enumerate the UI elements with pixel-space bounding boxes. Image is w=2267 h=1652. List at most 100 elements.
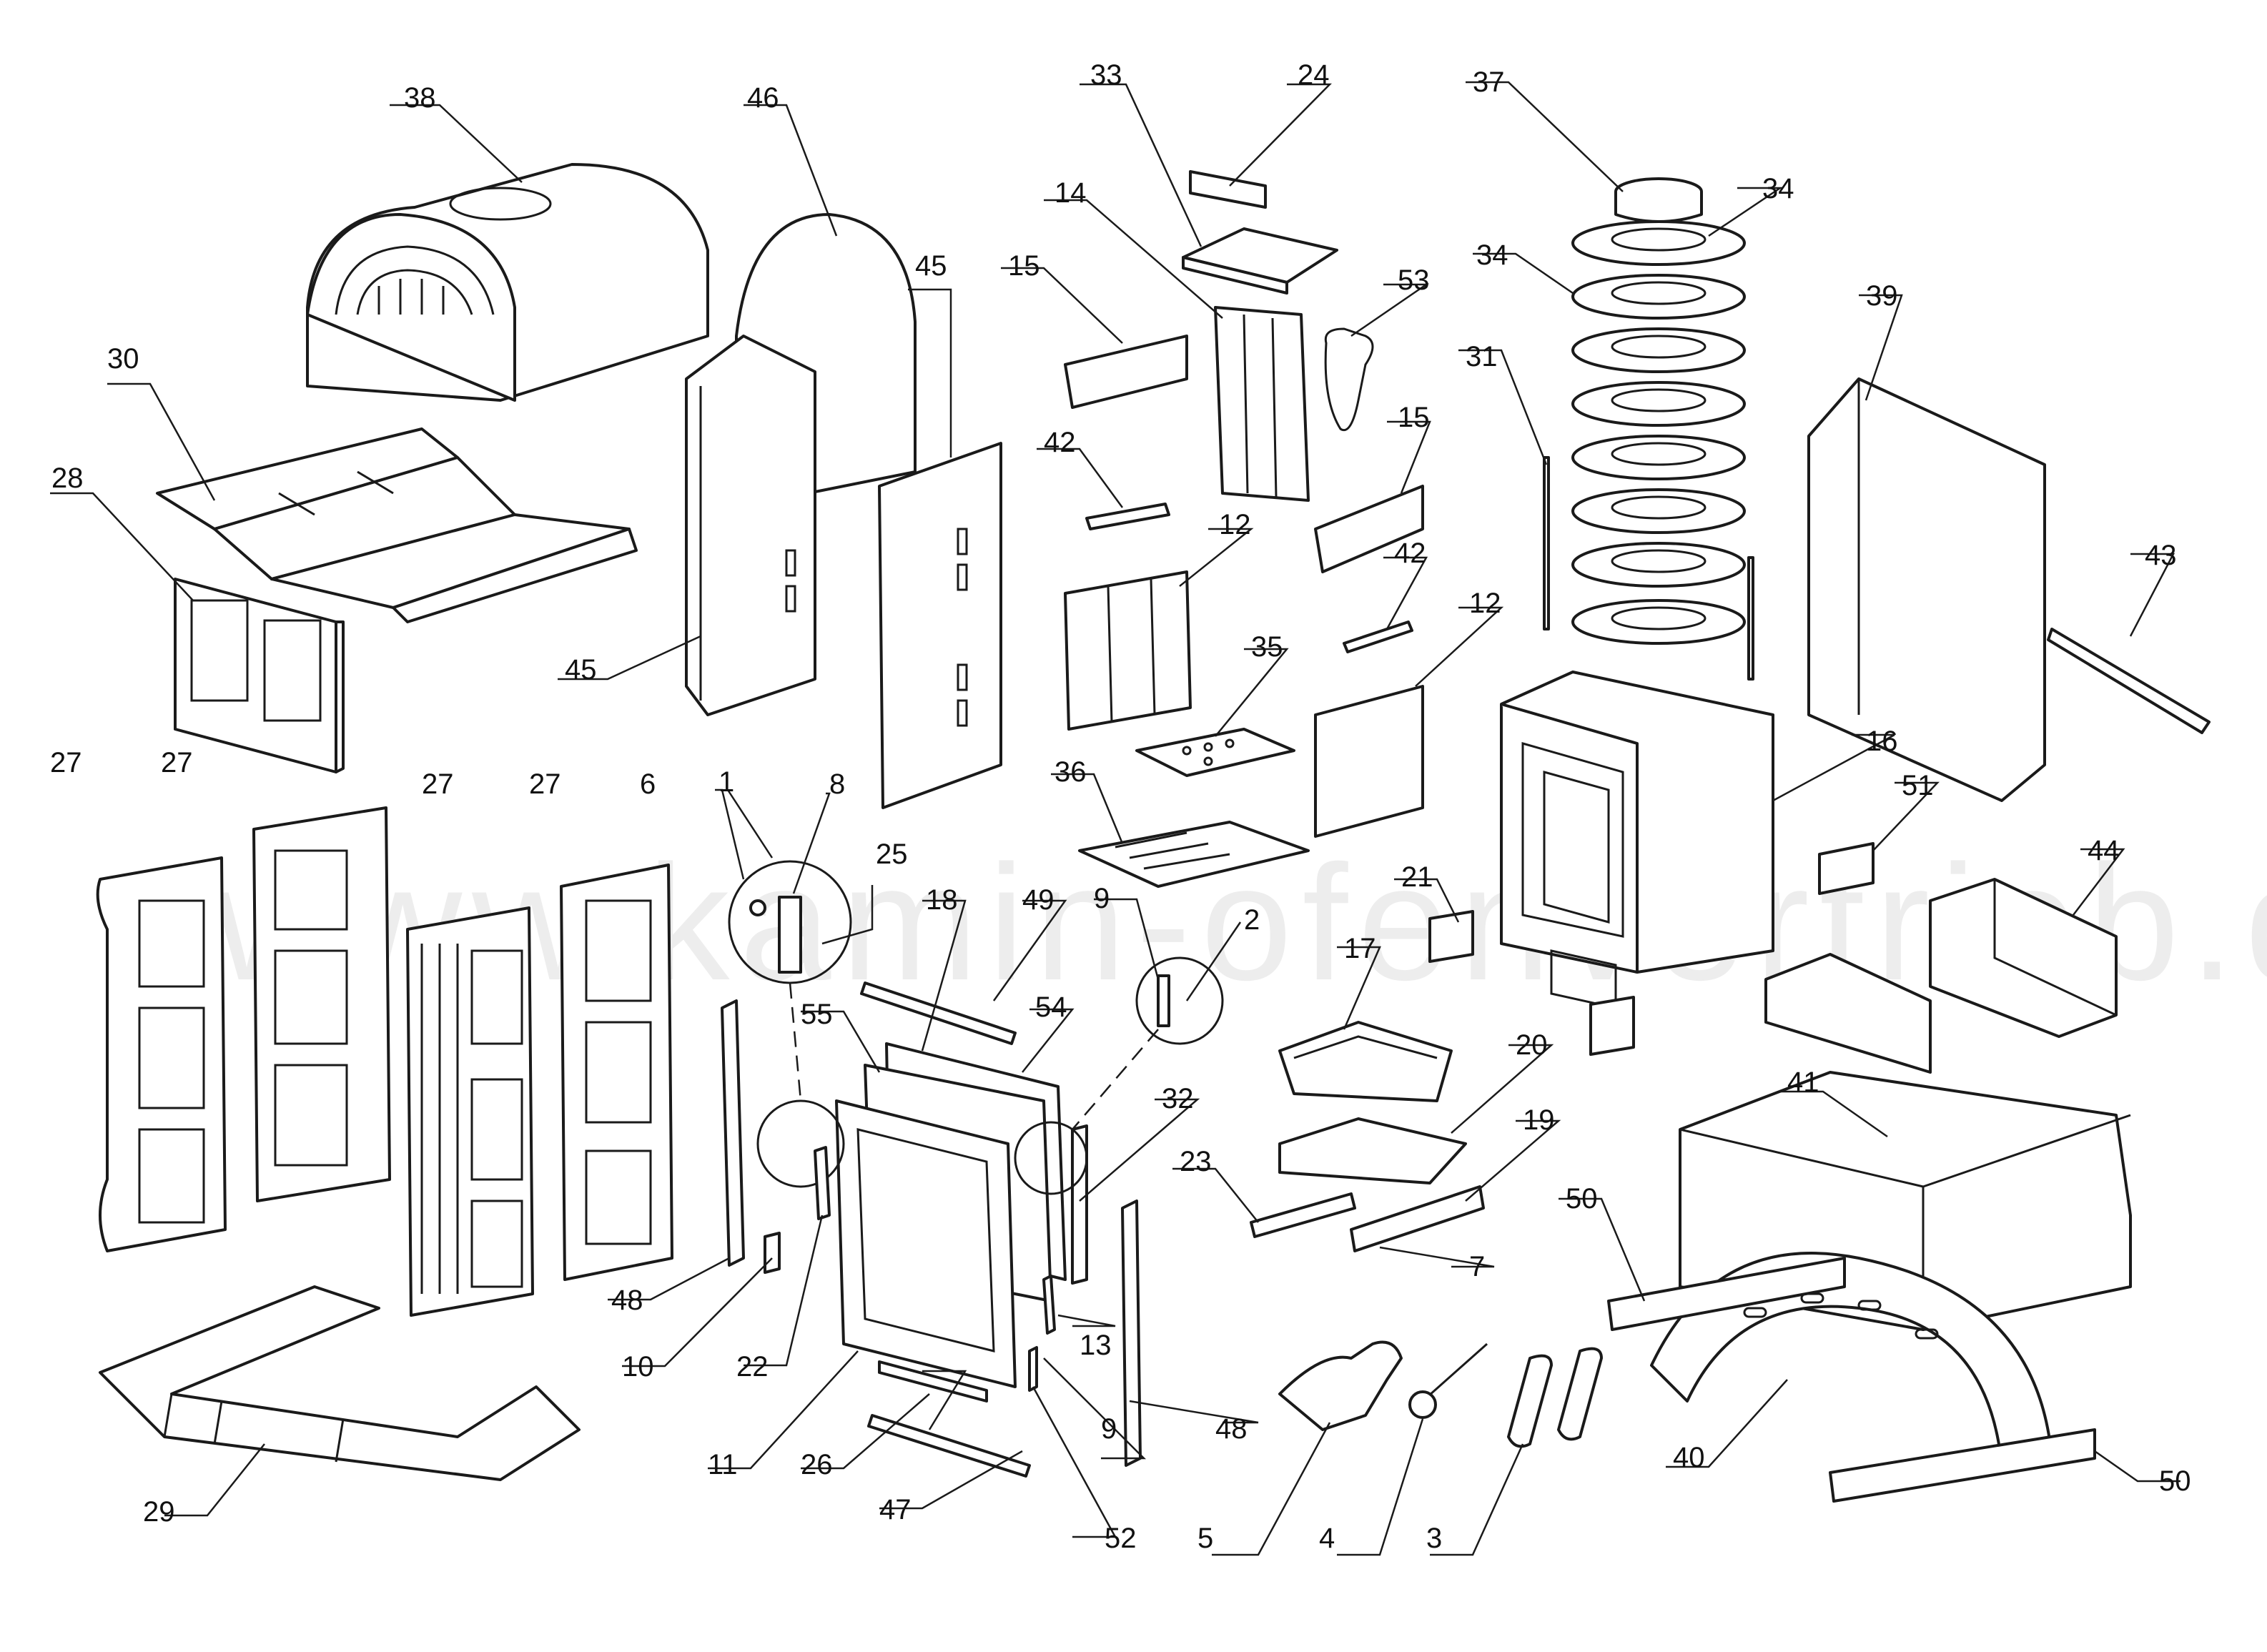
part-24-small-bracket (1189, 170, 1267, 209)
part-47-door-bar (867, 1414, 1031, 1478)
callout-43: 43 (2145, 540, 2177, 571)
part-27-tile-column-3 (406, 906, 534, 1317)
callout-26: 26 (801, 1449, 833, 1480)
callout-20: 20 (1516, 1029, 1548, 1061)
part-10-hinge-bracket (764, 1232, 781, 1274)
part-39-rear-panel (1807, 377, 2046, 802)
callout-54: 54 (1035, 991, 1067, 1023)
callout-14: 14 (1055, 177, 1087, 209)
part-13-frame-edge (1042, 1275, 1056, 1335)
callout-34-upper: 34 (1762, 173, 1794, 204)
callout-10: 10 (622, 1351, 654, 1383)
callout-15-upper: 15 (1008, 250, 1040, 282)
part-49-door-rail (860, 981, 1017, 1045)
part-20-tray (1278, 1117, 1467, 1184)
part-22-hinge-pin (814, 1146, 831, 1220)
part-15-bracket-upper (1064, 335, 1188, 409)
part-50-beam-upper (1607, 1257, 1846, 1331)
callout-21: 21 (1401, 861, 1433, 893)
callout-28: 28 (51, 463, 84, 494)
part-5-glove (1278, 1340, 1403, 1431)
part-14-back-plate (1214, 306, 1310, 502)
callout-45-lower: 45 (565, 654, 597, 686)
callout-4: 4 (1319, 1523, 1335, 1554)
callout-27-c: 27 (422, 768, 454, 800)
callout-42-upper: 42 (1044, 427, 1076, 458)
callout-45-upper: 45 (915, 250, 947, 282)
callout-9-upper: 9 (1094, 883, 1110, 914)
part-26-handle-plate (878, 1360, 988, 1403)
part-51-plate (1818, 842, 1875, 895)
callout-55: 55 (801, 999, 833, 1030)
callout-29: 29 (143, 1496, 175, 1528)
callout-11: 11 (708, 1449, 738, 1480)
part-44-air-duct (1929, 878, 2118, 1038)
part-21-plate (1428, 910, 1635, 1056)
part-42-bar-upper (1085, 503, 1170, 530)
callout-17: 17 (1344, 933, 1376, 964)
part-43-rail (2047, 628, 2211, 734)
callout-35: 35 (1251, 631, 1283, 663)
detail-circle-hinge-lower (756, 1099, 845, 1188)
part-52-bracket (1028, 1346, 1038, 1392)
detail-circle-hinge (728, 860, 852, 984)
part-30-top-frame (156, 427, 638, 623)
callout-44: 44 (2088, 835, 2120, 866)
callout-49: 49 (1022, 884, 1055, 916)
part-4-cleaning-tool (1408, 1342, 1488, 1419)
callout-13: 13 (1080, 1330, 1112, 1361)
callout-24: 24 (1298, 59, 1330, 91)
callout-2: 2 (1244, 904, 1260, 936)
callout-labels: 38 46 45 30 28 45 33 24 15 14 53 15 42 4… (50, 59, 2191, 1554)
callout-8: 8 (829, 768, 845, 800)
part-45-side-panel-left (685, 335, 816, 716)
callout-41: 41 (1787, 1067, 1819, 1098)
callout-27-d: 27 (529, 768, 561, 800)
callout-39: 39 (1866, 280, 1898, 312)
callout-16: 16 (1866, 726, 1898, 757)
part-50-beam-lower (1829, 1428, 2096, 1503)
callout-50-upper: 50 (1566, 1183, 1598, 1215)
part-33-top-plate (1182, 227, 1338, 295)
detail-circle-corner (1014, 1121, 1088, 1195)
callout-15-lower: 15 (1398, 402, 1430, 433)
callout-22: 22 (736, 1351, 769, 1383)
callout-40: 40 (1673, 1442, 1705, 1473)
part-27-tile-column-1 (96, 856, 227, 1252)
callout-52: 52 (1105, 1523, 1137, 1554)
part-53-gasket (1324, 327, 1374, 432)
callout-27-a: 27 (50, 747, 82, 778)
part-11-door-glass (835, 1099, 1017, 1388)
callout-19: 19 (1523, 1104, 1555, 1136)
callout-36: 36 (1055, 756, 1087, 788)
part-12-side-plate-left (1064, 570, 1192, 731)
callout-38: 38 (404, 82, 436, 114)
part-17-ash-pan (1278, 1021, 1453, 1102)
callout-37: 37 (1473, 66, 1505, 98)
callout-33: 33 (1090, 59, 1122, 91)
callout-51: 51 (1902, 770, 1934, 801)
part-37-flue-collar (1614, 177, 1703, 223)
part-12-side-plate-right (1314, 685, 1424, 838)
part-36-ash-grate (1078, 821, 1310, 888)
callout-27-b: 27 (161, 747, 193, 778)
callout-6: 6 (640, 768, 656, 800)
part-27-tile-column-4 (560, 864, 673, 1281)
part-48-side-strip-left (721, 999, 745, 1267)
part-34-ring-stack (1571, 220, 1746, 645)
callout-47: 47 (879, 1494, 912, 1525)
callout-48-right: 48 (1215, 1413, 1248, 1445)
leader-lines (50, 81, 2180, 1556)
callout-12-right: 12 (1469, 588, 1501, 619)
callout-5: 5 (1197, 1523, 1213, 1554)
dashed-link-1 (789, 982, 802, 1102)
callout-31: 31 (1466, 341, 1498, 372)
callout-25: 25 (876, 839, 908, 870)
callout-18: 18 (926, 884, 958, 916)
part-48-side-strip-right (1121, 1200, 1142, 1467)
callout-12-left: 12 (1219, 509, 1251, 540)
part-42-bar-lower (1343, 620, 1413, 653)
callout-34-lower: 34 (1476, 239, 1508, 271)
dashed-link-2 (1072, 1029, 1159, 1130)
